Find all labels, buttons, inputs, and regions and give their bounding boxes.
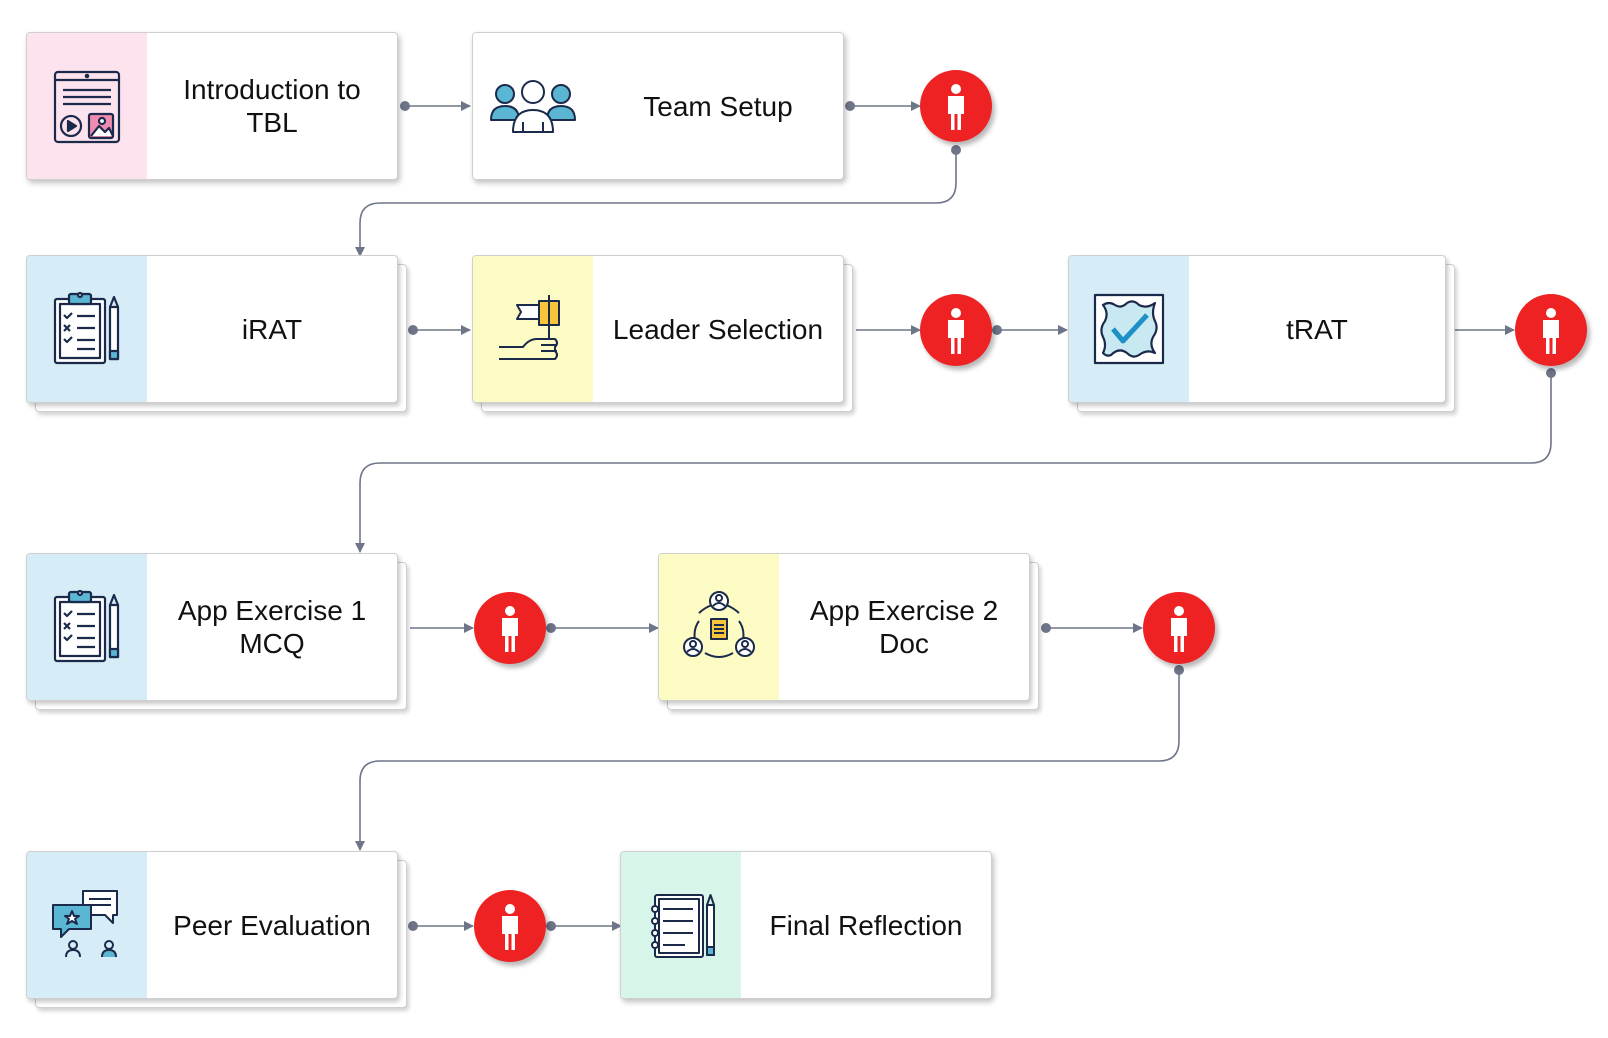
- card-label: iRAT: [241, 313, 303, 345]
- notebook-pencil-icon: [651, 894, 715, 958]
- card-face: App Exercise 2 Doc: [658, 553, 1030, 701]
- card-label: App Exercise 2 Doc: [809, 595, 999, 659]
- icon-panel: [473, 33, 593, 179]
- card-face: App Exercise 1 MCQ: [26, 553, 398, 701]
- checkpoint-after-app-exercise-2[interactable]: [1143, 592, 1215, 664]
- card-irat[interactable]: iRAT: [26, 255, 407, 412]
- icon-panel: [1069, 256, 1189, 402]
- card-peer-evaluation[interactable]: Peer Evaluation: [26, 851, 407, 1008]
- person-icon: [948, 84, 964, 130]
- icon-panel: [27, 554, 147, 700]
- card-team-setup[interactable]: Team Setup: [472, 32, 844, 180]
- card-leader-selection[interactable]: Leader Selection: [472, 255, 853, 412]
- card-face: Peer Evaluation: [26, 851, 398, 999]
- icon-panel: [27, 852, 147, 998]
- card-app-exercise-1[interactable]: App Exercise 1 MCQ: [26, 553, 407, 710]
- peer-review-chat-icon: [52, 890, 118, 958]
- card-face: Team Setup: [472, 32, 844, 180]
- icon-panel: [659, 554, 779, 700]
- collaboration-document-icon: [683, 591, 755, 658]
- card-label: Final Reflection: [769, 909, 963, 941]
- team-group-icon: [490, 80, 576, 133]
- checkbox-scroll-icon: [1093, 293, 1165, 365]
- checkpoint-after-peer-evaluation[interactable]: [474, 890, 546, 962]
- person-icon: [1543, 308, 1559, 354]
- icon-panel: [27, 33, 147, 179]
- icon-panel: [27, 256, 147, 402]
- hand-flag-icon: [499, 295, 560, 360]
- person-icon: [502, 904, 518, 950]
- card-face: iRAT: [26, 255, 398, 403]
- card-label: Team Setup: [643, 90, 793, 122]
- media-content-icon: [53, 70, 121, 144]
- card-app-exercise-2[interactable]: App Exercise 2 Doc: [658, 553, 1039, 710]
- card-label: Leader Selection: [612, 313, 824, 345]
- checkpoint-after-team-setup[interactable]: [920, 70, 992, 142]
- checkpoint-after-app-exercise-1[interactable]: [474, 592, 546, 664]
- checkpoint-after-trat[interactable]: [1515, 294, 1587, 366]
- person-icon: [1171, 606, 1187, 652]
- card-label: Peer Evaluation: [173, 909, 371, 941]
- card-face: Final Reflection: [620, 851, 992, 999]
- card-face: Leader Selection: [472, 255, 844, 403]
- connector: [355, 150, 957, 257]
- card-label: Introduction to TBL: [183, 74, 361, 138]
- card-introduction[interactable]: Introduction to TBL: [26, 32, 398, 180]
- card-face: tRAT: [1068, 255, 1446, 403]
- card-label: App Exercise 1 MCQ: [177, 595, 367, 659]
- card-label: tRAT: [1286, 313, 1348, 345]
- clipboard-checklist-icon: [53, 589, 120, 663]
- checkpoint-after-leader-selection[interactable]: [920, 294, 992, 366]
- icon-panel: [473, 256, 593, 402]
- card-trat[interactable]: tRAT: [1068, 255, 1455, 412]
- person-icon: [948, 308, 964, 354]
- connector: [355, 373, 1552, 553]
- icon-panel: [621, 852, 741, 998]
- card-final-reflection[interactable]: Final Reflection: [620, 851, 992, 999]
- person-icon: [502, 606, 518, 652]
- connector: [355, 670, 1180, 851]
- card-face: Introduction to TBL: [26, 32, 398, 180]
- clipboard-checklist-icon: [53, 291, 120, 365]
